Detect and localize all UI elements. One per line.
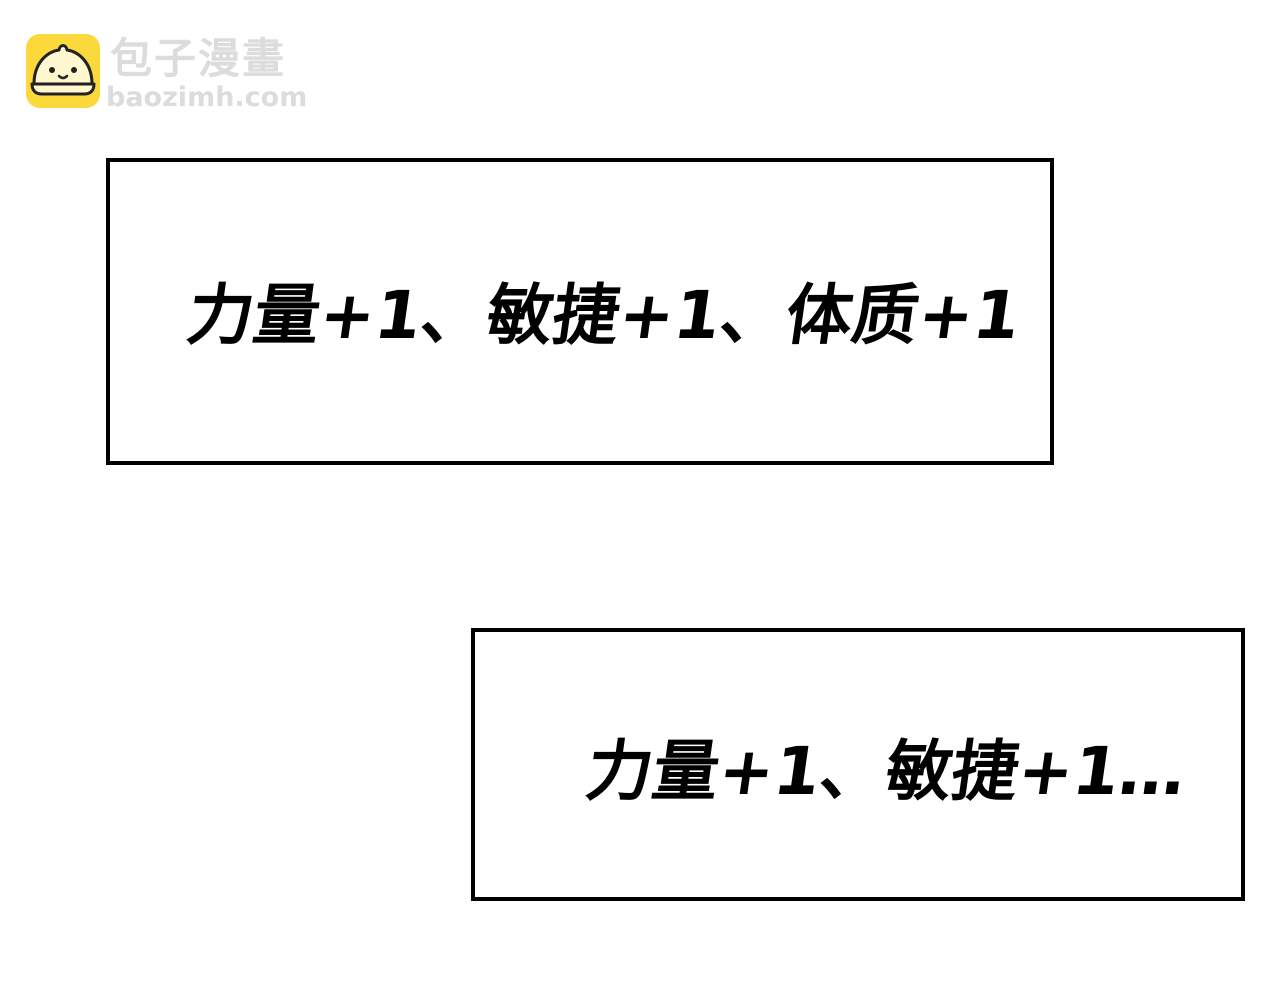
watermark-site-url: baozimh.com: [106, 82, 308, 113]
site-watermark: 包子漫畫 baozimh.com: [24, 32, 324, 116]
caption-box-1: 力量+1、敏捷+1、体质+1: [106, 158, 1054, 465]
caption-text-2: 力量+1、敏捷+1…: [581, 733, 1191, 810]
caption-box-2: 力量+1、敏捷+1…: [471, 628, 1245, 901]
caption-text-1: 力量+1、敏捷+1、体质+1: [182, 277, 1026, 354]
steamed-bun-icon: [26, 34, 100, 108]
watermark-site-name: 包子漫畫: [110, 34, 287, 83]
